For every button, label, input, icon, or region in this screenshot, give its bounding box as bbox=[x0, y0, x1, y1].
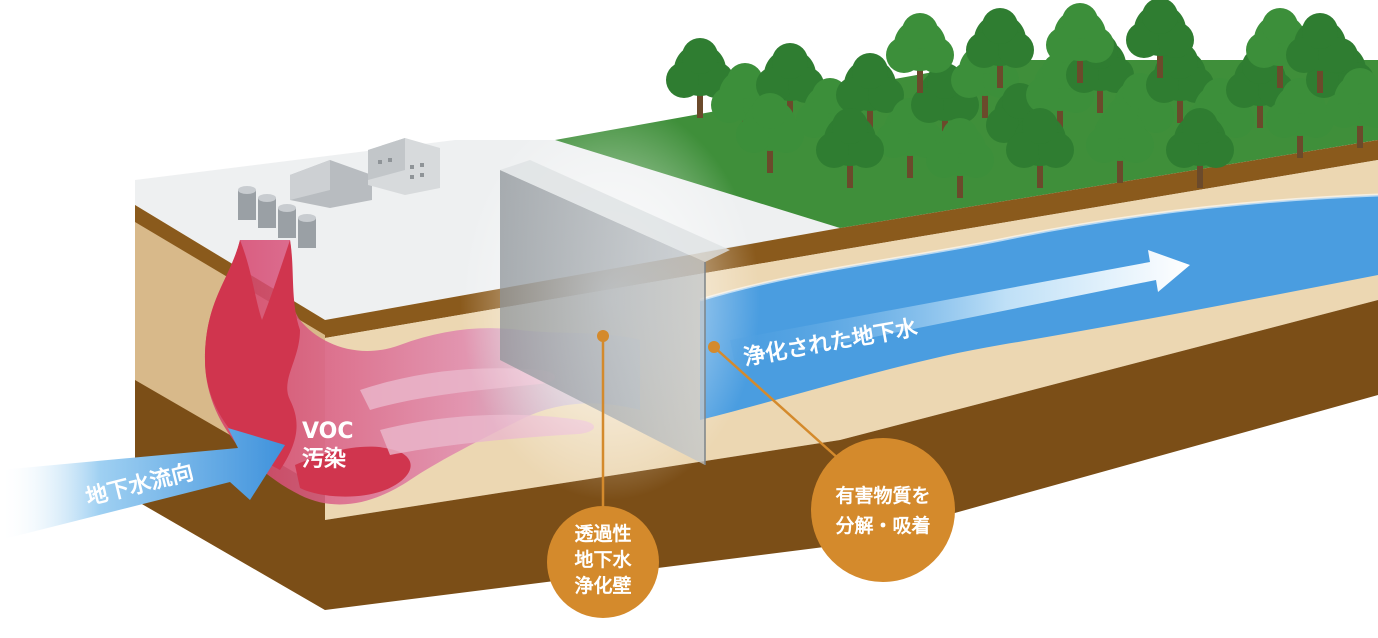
purified-water-arrow bbox=[730, 250, 1190, 365]
function-callout-circle bbox=[811, 438, 955, 582]
groundwater-flow-arrow bbox=[0, 428, 285, 540]
voc-label-line1: VOC bbox=[302, 419, 354, 444]
tree bbox=[1006, 108, 1074, 188]
tree bbox=[816, 108, 884, 188]
groundwater-layer bbox=[700, 195, 1378, 420]
tree bbox=[736, 93, 804, 173]
wall-callout-line1: 透過性 bbox=[574, 522, 631, 545]
function-callout-line1: 有害物質を bbox=[835, 484, 930, 507]
wall-callout: 透過性 地下水 浄化壁 bbox=[547, 330, 659, 618]
tree bbox=[926, 118, 994, 198]
tree bbox=[1046, 3, 1114, 83]
function-callout-line2: 分解・吸着 bbox=[835, 514, 930, 537]
tree bbox=[966, 8, 1034, 88]
tree bbox=[1286, 13, 1354, 93]
tree bbox=[1326, 68, 1378, 148]
forest bbox=[666, 0, 1378, 198]
tree bbox=[1086, 103, 1154, 183]
voc-label-line2: 汚染 bbox=[302, 446, 346, 472]
tree bbox=[886, 13, 954, 93]
factory-buildings bbox=[290, 138, 440, 208]
wall-callout-line2: 地下水 bbox=[574, 548, 632, 571]
permeable-reactive-barrier bbox=[460, 100, 760, 500]
tree bbox=[666, 38, 734, 118]
function-callout: 有害物質を 分解・吸着 bbox=[708, 341, 955, 582]
tree bbox=[1146, 43, 1214, 123]
wall-callout-line3: 浄化壁 bbox=[574, 574, 631, 597]
tree bbox=[1166, 108, 1234, 188]
tree bbox=[836, 53, 904, 133]
chemical-drums bbox=[238, 186, 316, 248]
soil-left-bottom bbox=[135, 380, 325, 610]
wall-callout-circle bbox=[547, 506, 659, 618]
tree bbox=[756, 43, 824, 123]
tree bbox=[1126, 0, 1194, 78]
